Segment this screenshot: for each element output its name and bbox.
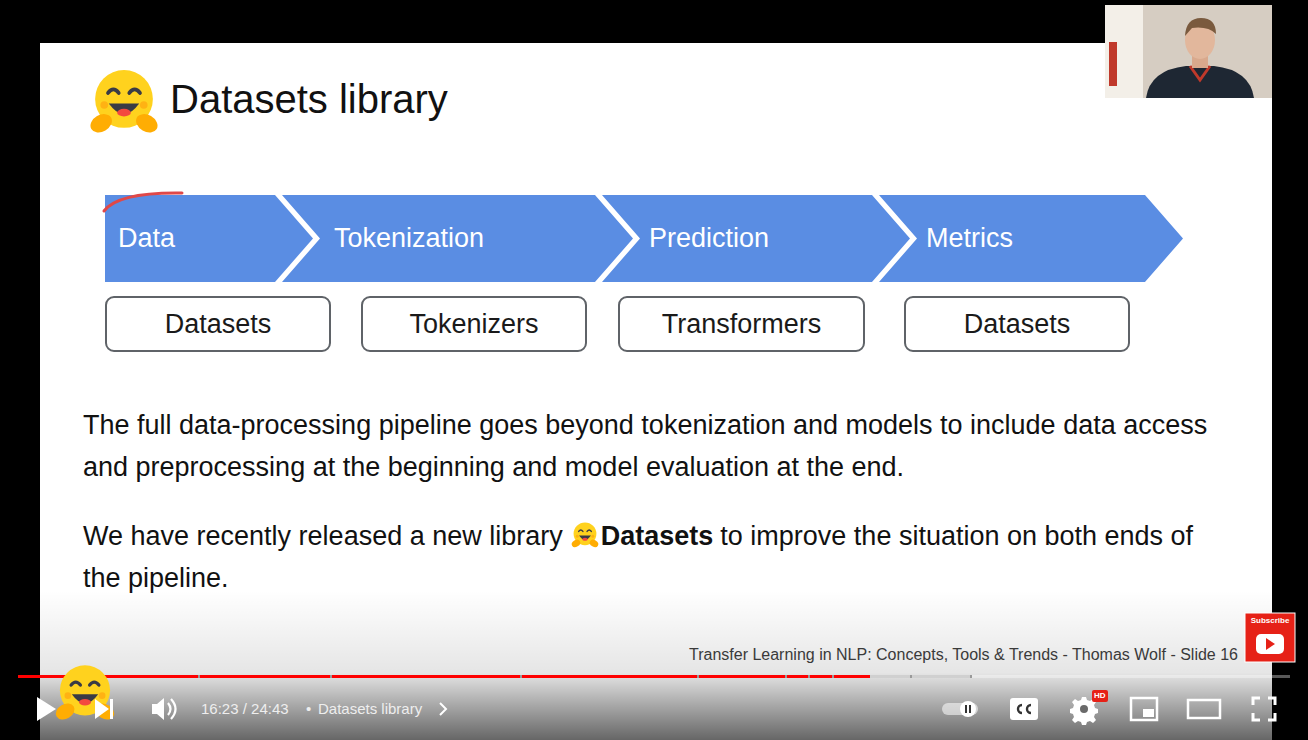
miniplayer-inner — [1143, 709, 1154, 717]
chapter-title: Datasets library — [318, 700, 422, 718]
webcam-wall — [1105, 5, 1272, 98]
autoplay-pause — [965, 705, 967, 713]
webcam-collar — [1190, 66, 1210, 80]
next-icon-bar — [110, 699, 113, 719]
settings-gear-hole — [1080, 705, 1088, 713]
autoplay-knob — [960, 701, 976, 717]
miniplayer-icon — [1131, 698, 1157, 720]
cc-icon — [1010, 698, 1038, 720]
webcam-object — [1109, 42, 1117, 86]
body-paragraph: We have recently released a new library D… — [83, 515, 1208, 599]
progress-played — [18, 675, 870, 678]
subscribe-button — [1245, 613, 1295, 662]
step-label: Prediction — [602, 195, 769, 282]
webcam-hair — [1185, 18, 1216, 36]
separator: • — [306, 700, 311, 718]
chapter-arrow — [440, 703, 446, 715]
play-icon — [37, 697, 56, 721]
webcam-inset — [1105, 5, 1272, 98]
cc-mark — [1018, 705, 1022, 713]
progress-bar — [18, 675, 1290, 678]
step-label: Tokenization — [282, 195, 484, 282]
controls-shade — [0, 590, 1308, 740]
player-controls — [37, 697, 1275, 725]
volume-icon — [152, 698, 164, 720]
channel-watermark — [53, 665, 117, 722]
pipeline-step: Metrics — [879, 195, 1183, 282]
cc-mark — [1027, 705, 1031, 713]
progress-buffer — [870, 675, 970, 678]
youtube-play — [1266, 638, 1275, 650]
library-name: Datasets — [601, 521, 714, 551]
library-name: Datasets — [165, 308, 272, 340]
chapter-gaps — [198, 675, 972, 678]
slide-footer: Transfer Learning in NLP: Concepts, Tool… — [689, 645, 1238, 664]
library-box: Transformers — [618, 296, 865, 352]
library-box: Datasets — [105, 296, 331, 352]
library-name: Transformers — [662, 308, 822, 340]
chevron-fill — [602, 195, 910, 282]
pipeline-step: Tokenization — [282, 195, 633, 282]
chevron-fill — [879, 195, 1183, 282]
body-text: The full data-processing pipeline goes b… — [83, 410, 1207, 482]
library-box: Tokenizers — [361, 296, 587, 352]
body-text: We have recently released a new library — [83, 521, 563, 551]
pen-annotation — [104, 193, 182, 211]
autoplay-pause — [969, 705, 971, 713]
slide-title: Datasets library — [170, 77, 448, 122]
hd-badge: HD — [1092, 690, 1108, 702]
library-name: Datasets — [964, 308, 1071, 340]
title-emoji — [87, 70, 161, 136]
progress-track — [18, 675, 1290, 678]
fullscreen-icon — [1253, 698, 1275, 720]
library-name: Tokenizers — [409, 308, 538, 340]
next-icon — [95, 699, 109, 719]
inline-emoji — [570, 520, 600, 550]
step-label: Metrics — [879, 195, 1013, 282]
body-paragraph: The full data-processing pipeline goes b… — [83, 404, 1208, 488]
pipeline-step: Data — [105, 195, 313, 282]
volume-wave — [168, 703, 171, 715]
subscribe-text: Subscribe — [1245, 616, 1295, 626]
chevron-fill — [282, 195, 633, 282]
chevron-shape — [879, 195, 1183, 282]
library-box: Datasets — [904, 296, 1130, 352]
video-time: 16:23 / 24:43 — [201, 700, 289, 718]
webcam-shirt — [1146, 66, 1254, 98]
webcam-window — [1105, 5, 1143, 98]
theater-icon — [1188, 700, 1220, 718]
step-label: Data — [105, 195, 175, 282]
youtube-logo — [1256, 634, 1284, 654]
chevron-fill — [105, 195, 313, 282]
volume-wave — [171, 699, 176, 719]
pipeline-step: Prediction — [602, 195, 910, 282]
subscribe-ground — [1245, 613, 1295, 662]
